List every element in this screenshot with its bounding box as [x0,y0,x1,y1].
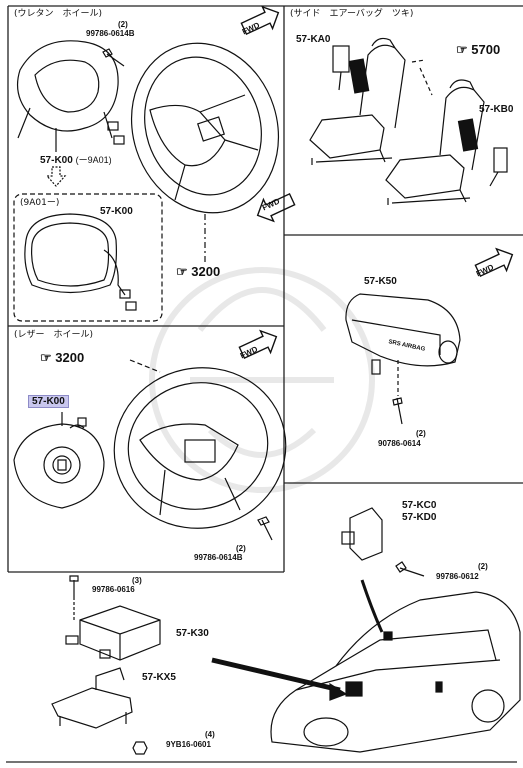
pointing-hand-icon: ☞ [176,264,188,279]
watermark-emblem [149,267,375,493]
nut-icon [132,741,148,755]
part-label-k00-leather: 57-K00 [28,395,69,408]
bolt-part-number: 99786-0612 [436,572,479,581]
steering-wheel-leather [113,367,287,529]
part-label-kx5: 57-KX5 [142,672,176,683]
pointing-hand-icon: ☞ [40,350,52,365]
bolt-part-number: 90786-0614 [378,439,421,448]
bolt-part-number: 9YB16-0601 [166,740,211,749]
section-dividers [6,5,523,763]
fwd-arrow-icon [240,5,280,36]
bolt-icon [69,575,79,600]
sensor-bracket [341,507,383,561]
bolt-icon [395,561,425,577]
fwd-arrow-icon [474,247,514,278]
down-arrow-icon [45,166,67,187]
bolt-qty: (2) [118,20,128,29]
section-title-9a01: (9A01ー) [20,198,60,208]
mounting-bracket-kx5 [51,667,133,729]
part-label-kd0: 57-KD0 [402,512,437,523]
highlighted-part-number: 57-K00 [28,395,69,408]
part-label-k30: 57-K30 [176,628,209,639]
part-label-k00-top: 57-K00 (ー9A01) [40,154,112,167]
bolt-icon [392,397,403,425]
part-label-kc0: 57-KC0 [402,500,437,511]
section-title-side-airbag: (サイド エアーバッグ ツキ) [290,9,414,19]
bolt-icon [257,516,273,541]
bolt-part-number: 99786-0614B [194,553,243,562]
bolt-part-number: 99786-0616 [92,585,135,594]
ref-5700[interactable]: ☞ 5700 [456,42,500,57]
airbag-module-urethane [17,40,125,152]
variant-9a01-box [13,193,163,322]
ref-number: 3200 [55,350,85,365]
bolt-qty: (2) [478,562,488,571]
bolt-qty: (4) [205,730,215,739]
section-title-urethane: (ウレタン ホイール) [14,9,103,19]
fwd-arrow-icon [256,192,296,223]
passenger-airbag-module [345,293,461,375]
bolt-qty: (2) [416,429,426,438]
ref-number: 5700 [471,42,501,57]
section-title-leather: (レザー ホイール) [14,330,94,340]
side-airbag-unit [332,45,508,187]
pointing-hand-icon: ☞ [456,42,468,57]
part-label-ka0: 57-KA0 [296,34,331,45]
airbag-module-leather [13,417,105,509]
ref-3200-top[interactable]: ☞ 3200 [176,264,220,279]
steering-wheel-urethane [130,42,280,214]
part-number: 57-K00 [40,155,73,166]
side-airbag-module [348,58,479,152]
front-seat-right [385,79,485,205]
bolt-part-number: 99786-0614B [86,29,135,38]
ref-3200-mid[interactable]: ☞ 3200 [40,350,84,365]
ref-number: 3200 [191,264,221,279]
bolt-icon [102,48,125,67]
bolt-qty: (2) [236,544,246,553]
bolt-qty: (3) [132,576,142,585]
fwd-arrow-icon [238,329,278,360]
car-outline [270,591,521,753]
part-variant-suffix: (ー9A01) [75,155,112,165]
part-label-k50: 57-K50 [364,276,397,287]
front-seat-left [309,37,406,165]
diagnostic-module-k30 [65,605,161,661]
airbag-module-9a01 [24,213,137,311]
part-label-kb0: 57-KB0 [479,104,514,115]
part-label-k00-box: 57-K00 [100,206,133,217]
